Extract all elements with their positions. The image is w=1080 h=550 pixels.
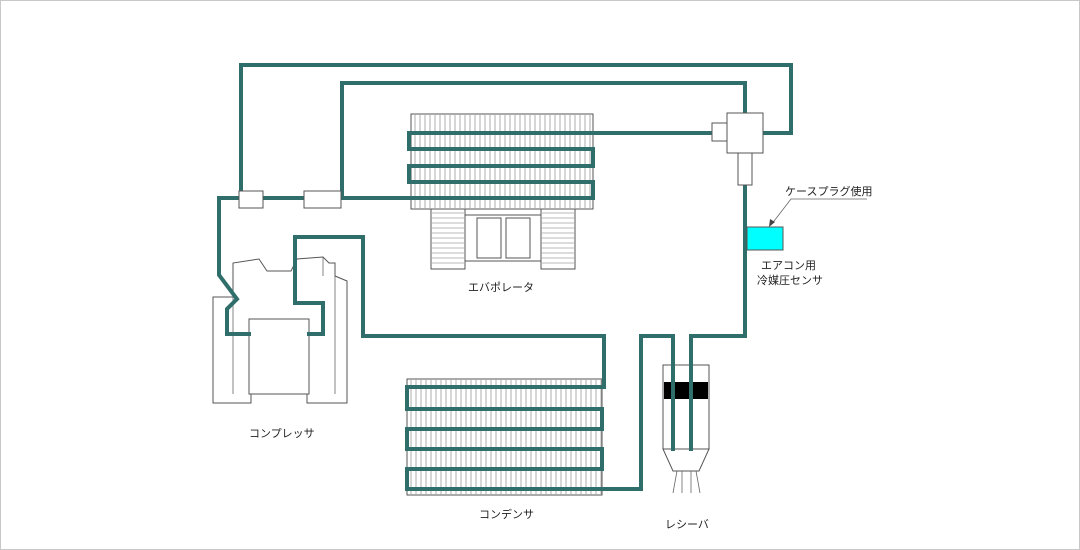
evaporator-fins <box>414 115 591 208</box>
refrigerant-pressure-sensor <box>746 226 784 251</box>
compressor <box>212 196 606 404</box>
evaporator-tank-left <box>476 217 502 259</box>
receiver-outlets <box>672 470 701 494</box>
evaporator-tube <box>407 131 749 200</box>
compressor-label: コンプレッサ <box>249 427 315 440</box>
evaporator-fin-block-left <box>430 208 466 270</box>
expansion-valve-stem <box>737 152 753 186</box>
receiver-band <box>664 382 708 399</box>
evaporator-label: エバポレータ <box>468 281 534 294</box>
condenser-label: コンデンサ <box>479 507 534 521</box>
evaporator-fin-block-right <box>540 208 576 270</box>
low-pressure-inner-pipe <box>340 81 747 200</box>
condenser-core <box>406 378 603 496</box>
liquid-line-pipe <box>689 183 747 348</box>
expansion-valve-port <box>711 122 729 142</box>
receiver-body <box>662 364 710 450</box>
evaporator-fins-left <box>432 212 464 264</box>
pipe-clamp-right <box>303 190 342 209</box>
receiver-label: レシーバ <box>665 518 709 531</box>
condenser-fins <box>410 380 602 494</box>
pipe-clamp-left <box>238 190 264 209</box>
receiver-inlet-pipe <box>664 334 675 348</box>
evaporator-core <box>410 113 594 210</box>
evaporator <box>407 113 749 270</box>
receiver-drier <box>662 344 710 494</box>
receiver-bottom-cone <box>662 448 710 472</box>
high-pressure-outer-pipe <box>239 63 793 200</box>
evaporator-tank-right <box>505 217 531 259</box>
leader-arrowhead <box>769 219 775 227</box>
compressor-block <box>248 318 310 395</box>
condenser <box>405 334 668 496</box>
sensor-label-line2: 冷媒圧センサ <box>757 274 823 287</box>
compressor-detail <box>232 257 336 394</box>
expansion-valve-body <box>726 112 764 154</box>
case-plug-leader-line <box>770 198 867 226</box>
evaporator-fins-right <box>542 212 574 264</box>
case-plug-label: ケースプラグ使用 <box>785 184 872 198</box>
compressor-suction-pipe <box>217 196 251 336</box>
compressor-discharge-pipe <box>293 235 606 338</box>
expansion-valve <box>711 112 764 186</box>
condenser-tube <box>405 334 668 491</box>
sensor-label-line1: エアコン用 <box>761 259 816 272</box>
